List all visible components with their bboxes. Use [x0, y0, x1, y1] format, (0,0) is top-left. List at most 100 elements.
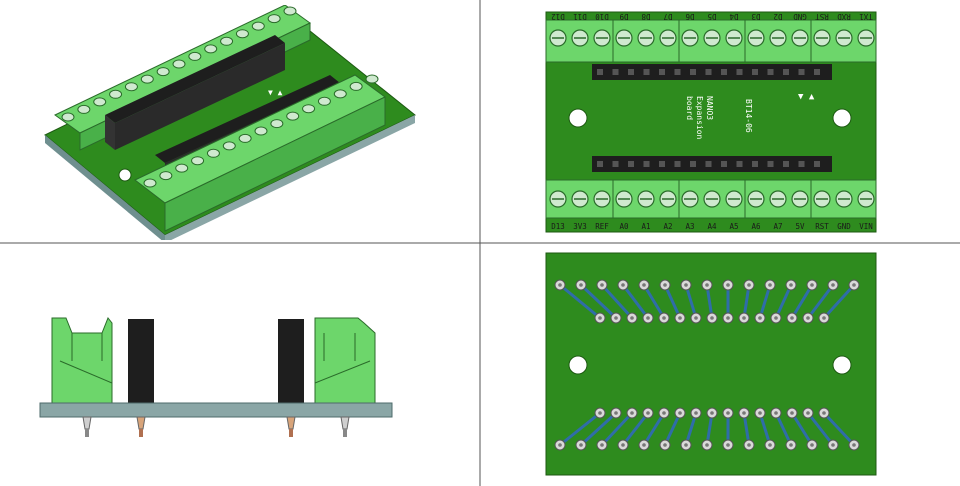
iso-screw: [109, 89, 123, 99]
pad-hole: [790, 316, 794, 320]
board-name-line3: board: [685, 96, 694, 120]
pin-label-bottom: A4: [707, 222, 717, 231]
pad-hole: [662, 411, 666, 415]
header-pin: [814, 161, 820, 167]
iso-pcb-edge-left: [45, 135, 165, 240]
iso-screw: [365, 74, 379, 84]
pin-label-bottom: VIN: [859, 222, 873, 231]
trace: [559, 411, 601, 447]
header-pin: [690, 69, 696, 75]
header-pin: [705, 69, 712, 75]
pad-hole: [621, 443, 625, 447]
pin-label-bottom: A6: [751, 222, 761, 231]
iso-screw: [140, 74, 154, 84]
header-pin: [736, 161, 743, 167]
trace: [579, 283, 618, 320]
trace: [822, 283, 856, 320]
trace: [600, 411, 634, 447]
iso-header-back: [105, 35, 285, 123]
top-view: ▼ ▲ NANO3 Expansion board BT14-06 TX1RXD…: [545, 11, 877, 233]
iso-front-screws: [143, 74, 379, 188]
trace: [790, 412, 814, 446]
side-pin-1: [82, 416, 92, 430]
pad-hole: [758, 316, 762, 320]
pad-hole: [789, 443, 793, 447]
trace: [705, 284, 714, 319]
pad-hole: [579, 283, 583, 287]
pin-label-top: D7: [663, 12, 672, 21]
pad-hole: [598, 411, 602, 415]
header-pin: [674, 161, 681, 167]
trace: [663, 412, 682, 446]
trace: [774, 412, 793, 446]
side-pin-3: [286, 416, 296, 430]
pad-hole: [852, 283, 856, 287]
iso-screw: [302, 104, 316, 114]
pin-label-bottom: A1: [641, 222, 650, 231]
pin-label-top: D8: [641, 12, 651, 21]
pin-label-bottom: D13: [551, 222, 565, 231]
pad-hole: [822, 411, 826, 415]
pad-hole: [614, 316, 618, 320]
iso-screw: [77, 104, 91, 114]
header-pin: [628, 161, 634, 167]
pad-hole: [663, 443, 667, 447]
pin-label-top: D6: [685, 12, 695, 21]
iso-screw: [254, 126, 268, 136]
header-pin: [628, 69, 634, 75]
pin-label-top: D11: [573, 12, 587, 21]
pad-hole: [630, 316, 634, 320]
top-pin-marker: ▼ ▲: [798, 92, 815, 102]
iso-screw: [283, 6, 297, 16]
pad-hole: [600, 443, 604, 447]
pad-hole: [822, 316, 826, 320]
trace: [642, 284, 666, 319]
header-pin: [705, 161, 712, 167]
pad-hole: [810, 443, 814, 447]
pad-hole: [705, 283, 709, 287]
pad-hole: [747, 443, 751, 447]
iso-screw: [204, 44, 218, 54]
isometric-view: ▼ ▲: [44, 5, 416, 240]
header-pin: [752, 161, 758, 167]
pad-hole: [684, 283, 688, 287]
pin-label-top: TX1: [859, 12, 873, 21]
iso-screw: [349, 81, 363, 91]
pad-hole: [663, 283, 667, 287]
pad-hole: [710, 316, 714, 320]
iso-screw: [220, 36, 234, 46]
side-pcb: [39, 402, 393, 418]
pin-label-top: D5: [707, 12, 716, 21]
trace: [758, 284, 772, 319]
iso-back-screws: [61, 6, 297, 122]
top-header-lower: [592, 156, 832, 172]
iso-screw: [191, 156, 205, 166]
iso-mount-hole: [118, 168, 132, 182]
pin-label-top: D12: [551, 12, 565, 21]
side-pin-1-tip: [85, 429, 89, 437]
top-mount-hole-right: [832, 108, 852, 128]
trace: [790, 284, 814, 319]
pad-hole: [742, 316, 746, 320]
header-pin: [767, 161, 774, 167]
pad-hole: [614, 411, 618, 415]
trace: [642, 412, 666, 446]
pin-label-bottom: A5: [729, 222, 738, 231]
header-pins: [597, 69, 820, 167]
pad-hole: [726, 316, 730, 320]
pad-hole: [642, 283, 646, 287]
part-code: BT14-06: [744, 99, 753, 133]
pad-hole: [598, 316, 602, 320]
pin-label-top: D4: [729, 12, 739, 21]
header-pin: [643, 69, 650, 75]
pad-hole: [768, 443, 772, 447]
iso-screw: [333, 89, 347, 99]
pad-hole: [600, 283, 604, 287]
header-pin: [643, 161, 650, 167]
trace: [684, 412, 698, 446]
header-pin: [659, 69, 665, 75]
pin-label-top: D10: [595, 12, 609, 21]
pad-hole: [806, 411, 810, 415]
